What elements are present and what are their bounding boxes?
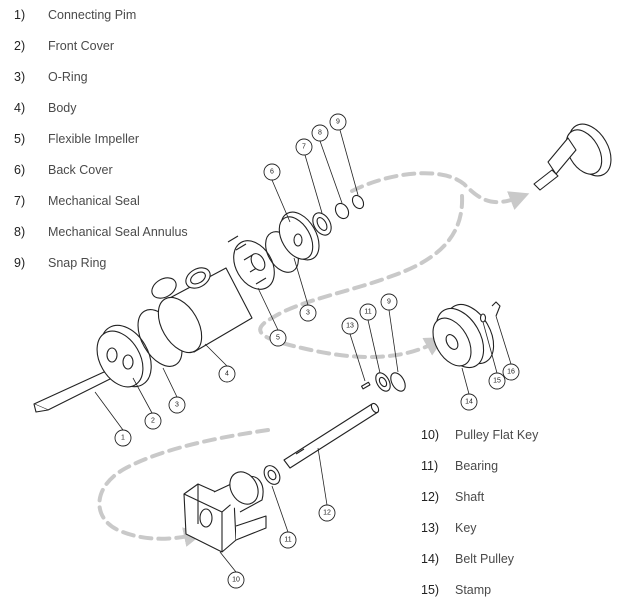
legend-upper: 1)Connecting Pim 2)Front Cover 3)O-Ring … <box>14 0 188 279</box>
connecting-pin <box>33 371 117 413</box>
belt-pulley <box>432 303 495 369</box>
svg-text:7: 7 <box>302 144 306 151</box>
legend-item-1: 1)Connecting Pim <box>14 8 137 22</box>
callout-16: 16 <box>502 363 520 381</box>
flexible-impeller <box>227 235 275 290</box>
legend-item-9: 9)Snap Ring <box>14 256 107 270</box>
bearing-housing <box>183 471 267 553</box>
svg-text:16: 16 <box>507 369 515 376</box>
svg-text:9: 9 <box>336 119 340 126</box>
legend-item-15: 15)Stamp <box>421 583 492 597</box>
svg-text:5: 5 <box>276 335 280 342</box>
callout-3b: 3 <box>299 304 317 322</box>
bearing-lower <box>263 465 281 485</box>
key <box>360 381 371 390</box>
mechanical-seal-annulus <box>334 202 350 220</box>
snap-ring-upper <box>351 194 365 210</box>
part-16 <box>491 301 501 317</box>
legend-lower: 10)Pulley Flat Key 11)Bearing 12)Shaft 1… <box>421 420 538 606</box>
callout-13: 13 <box>341 317 359 335</box>
callout-9b: 9 <box>380 293 398 311</box>
svg-text:9: 9 <box>387 299 391 306</box>
svg-text:12: 12 <box>323 510 331 517</box>
svg-text:3: 3 <box>306 310 310 317</box>
legend-item-7: 7)Mechanical Seal <box>14 194 140 208</box>
callout-9: 9 <box>329 113 347 131</box>
legend-item-5: 5)Flexible Impeller <box>14 132 140 146</box>
shaft <box>283 402 380 469</box>
svg-text:2: 2 <box>151 418 155 425</box>
legend-item-13: 13)Key <box>421 521 477 535</box>
svg-text:14: 14 <box>465 399 473 406</box>
callout-15: 15 <box>488 372 506 390</box>
callout-7: 7 <box>295 138 313 156</box>
legend-item-10: 10)Pulley Flat Key <box>421 428 539 442</box>
callout-8: 8 <box>311 124 329 142</box>
svg-text:11: 11 <box>284 537 291 544</box>
svg-text:10: 10 <box>232 577 240 584</box>
snap-ring-lower <box>390 372 406 392</box>
front-cover <box>96 324 152 388</box>
legend-item-8: 8)Mechanical Seal Annulus <box>14 225 188 239</box>
legend-item-2: 2)Front Cover <box>14 39 114 53</box>
pump-body <box>151 267 253 354</box>
bearing-upper <box>375 372 391 392</box>
stamp <box>479 313 487 323</box>
callout-10: 10 <box>227 571 245 589</box>
legend-item-11: 11)Bearing <box>421 459 499 473</box>
legend-item-3: 3)O-Ring <box>14 70 88 84</box>
callout-6: 6 <box>263 163 281 181</box>
mechanical-seal <box>312 212 332 236</box>
flow-arrow-3 <box>97 428 270 547</box>
svg-text:13: 13 <box>346 323 354 330</box>
callout-12: 12 <box>318 504 336 522</box>
pump-assembly <box>533 123 612 191</box>
callout-11b: 11 <box>279 531 297 549</box>
legend-item-6: 6)Back Cover <box>14 163 113 177</box>
callout-2: 2 <box>144 412 162 430</box>
callout-14: 14 <box>460 393 478 411</box>
callout-3: 3 <box>168 396 186 414</box>
legend-item-4: 4)Body <box>14 101 77 115</box>
svg-text:11: 11 <box>364 309 371 316</box>
legend-item-12: 12)Shaft <box>421 490 485 504</box>
callout-5: 5 <box>269 329 287 347</box>
flow-arrow-1 <box>350 171 530 210</box>
svg-text:1: 1 <box>121 435 125 442</box>
callout-11: 11 <box>359 303 377 321</box>
legend-item-14: 14)Belt Pulley <box>421 552 515 566</box>
svg-text:8: 8 <box>318 130 322 137</box>
svg-text:3: 3 <box>175 402 179 409</box>
svg-text:6: 6 <box>270 169 274 176</box>
svg-text:15: 15 <box>493 378 501 385</box>
back-cover <box>278 211 320 261</box>
callout-4: 4 <box>218 365 236 383</box>
svg-text:4: 4 <box>225 371 229 378</box>
callout-1: 1 <box>114 429 132 447</box>
